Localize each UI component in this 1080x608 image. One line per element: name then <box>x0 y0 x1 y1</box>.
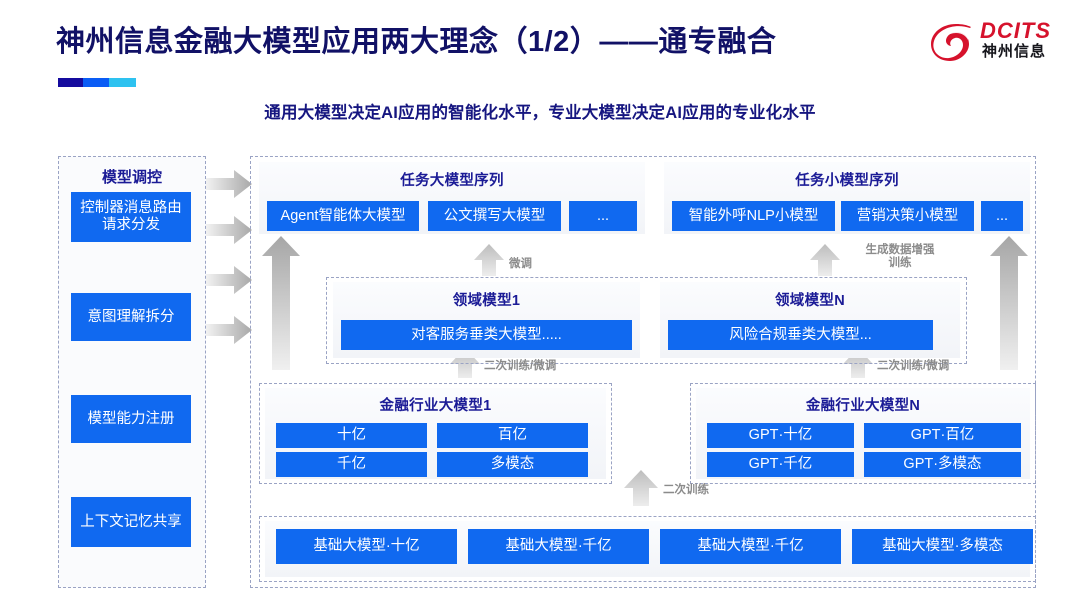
control-item-router[interactable]: 控制器消息路由请求分发 <box>71 192 191 242</box>
logo-subword: 神州信息 <box>982 43 1047 60</box>
flow-label-gen-data-aug-line1: 生成数据增强 <box>865 244 935 256</box>
base-model-item-2[interactable]: 基础大模型·千亿 <box>468 529 649 564</box>
arrow-up-icon-secondtrain <box>624 470 658 506</box>
page-title: 神州信息金融大模型应用两大理念（1/2）——通专融合 <box>56 26 777 58</box>
base-model-item-3[interactable]: 基础大模型·千亿 <box>660 529 841 564</box>
base-models-box <box>259 516 1036 582</box>
page-subtitle: 通用大模型决定AI应用的智能化水平，专业大模型决定AI应用的专业化水平 <box>264 104 816 122</box>
flow-label-retrain-right: 二次训练/微调 <box>877 360 950 372</box>
accent-segment-2 <box>82 78 110 87</box>
industry-model-n-title: 金融行业大模型N <box>805 398 921 414</box>
arrow-up-icon-gendata-right <box>810 244 840 276</box>
industry-model-1-item-3[interactable]: 千亿 <box>276 452 427 477</box>
arrow-up-icon-tall-left <box>262 236 300 370</box>
task-large-model-item-agent[interactable]: Agent智能体大模型 <box>267 201 419 231</box>
arrow-right-icon-3 <box>206 266 252 294</box>
arrow-layer <box>206 170 1028 506</box>
industry-model-1-title: 金融行业大模型1 <box>379 398 492 414</box>
task-small-model-title: 任务小模型序列 <box>795 173 899 189</box>
industry-model-1-box <box>259 383 612 484</box>
arrow-up-icon-finetune-left <box>474 244 504 276</box>
task-large-model-title: 任务大模型序列 <box>400 173 504 189</box>
industry-model-1-item-4[interactable]: 多模态 <box>437 452 588 477</box>
task-small-model-item-nlp[interactable]: 智能外呼NLP小模型 <box>672 201 835 231</box>
flow-label-retrain-left: 二次训练/微调 <box>484 360 557 372</box>
task-small-model-item-marketing[interactable]: 营销决策小模型 <box>841 201 974 231</box>
industry-model-n-box <box>690 383 1036 484</box>
base-model-item-4[interactable]: 基础大模型·多模态 <box>852 529 1033 564</box>
arrow-right-icon-1 <box>206 170 252 198</box>
industry-model-n-item-4[interactable]: GPT·多模态 <box>864 452 1021 477</box>
arrow-right-icon-2 <box>206 216 252 244</box>
arrow-up-icon-tall-right <box>990 236 1028 370</box>
task-small-model-item-more[interactable]: ... <box>981 201 1023 231</box>
domain-model-n-item[interactable]: 风险合规垂类大模型... <box>668 320 933 350</box>
accent-bar <box>58 78 136 87</box>
task-large-model-item-more[interactable]: ... <box>569 201 637 231</box>
task-large-model-item-doc[interactable]: 公文撰写大模型 <box>428 201 561 231</box>
industry-model-n-item-2[interactable]: GPT·百亿 <box>864 423 1021 448</box>
industry-model-n-item-3[interactable]: GPT·千亿 <box>707 452 854 477</box>
flow-label-fine-tune: 微调 <box>509 258 532 270</box>
logo-wordmark: DCITS <box>980 18 1051 43</box>
industry-model-1-item-2[interactable]: 百亿 <box>437 423 588 448</box>
industry-model-1-item-1[interactable]: 十亿 <box>276 423 427 448</box>
domain-model-1-item[interactable]: 对客服务垂类大模型..... <box>341 320 632 350</box>
architecture-diagram: 模型调控 控制器消息路由请求分发 意图理解拆分 模型能力注册 上下文记忆共享 任… <box>0 140 1080 608</box>
flow-label-gen-data-aug-line2: 训练 <box>888 257 912 270</box>
control-item-intent[interactable]: 意图理解拆分 <box>71 293 191 341</box>
page-header: 神州信息金融大模型应用两大理念（1/2）——通专融合 通用大模型决定AI应用的智… <box>0 0 1080 140</box>
dcits-swirl-icon <box>930 22 976 64</box>
accent-segment-3 <box>109 78 136 87</box>
control-column-title: 模型调控 <box>101 169 162 186</box>
industry-model-n-item-1[interactable]: GPT·十亿 <box>707 423 854 448</box>
flow-label-second-train: 二次训练 <box>663 484 709 496</box>
flow-label-gen-data-aug: 生成数据增强 训练 <box>845 244 955 270</box>
control-item-context[interactable]: 上下文记忆共享 <box>71 497 191 547</box>
domain-models-box <box>326 277 967 364</box>
arrow-right-icon-4 <box>206 316 252 344</box>
domain-model-1-title: 领域模型1 <box>452 293 521 309</box>
accent-segment-1 <box>58 78 83 87</box>
base-model-item-1[interactable]: 基础大模型·十亿 <box>276 529 457 564</box>
brand-logo: DCITS 神州信息 <box>930 18 1066 72</box>
domain-model-n-title: 领域模型N <box>775 293 845 309</box>
control-item-capability[interactable]: 模型能力注册 <box>71 395 191 443</box>
model-stack-outer-box <box>250 156 1036 588</box>
